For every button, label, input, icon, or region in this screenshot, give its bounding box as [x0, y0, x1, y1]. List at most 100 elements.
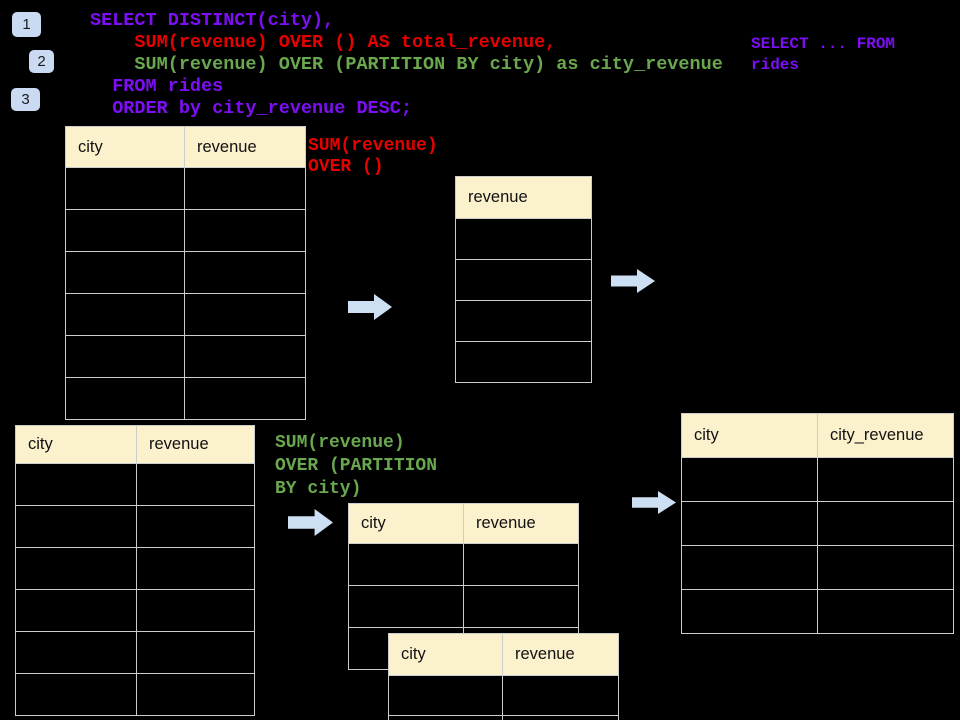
total-revenue-annotation: SUM(revenue)OVER () [308, 136, 438, 178]
table-row [681, 545, 954, 590]
empty-cell [348, 543, 464, 586]
table-row [15, 505, 255, 548]
table-row [15, 463, 255, 506]
step-badge-1: 1 [12, 12, 41, 37]
empty-cell [184, 167, 306, 210]
empty-cell [184, 377, 306, 420]
empty-cell [136, 463, 255, 506]
table-row [348, 585, 579, 628]
empty-cell [455, 259, 592, 301]
code-line: SUM(revenue) [308, 136, 438, 156]
table-row [455, 341, 592, 383]
empty-cell [455, 341, 592, 383]
table-row [65, 251, 306, 294]
empty-cell [817, 589, 954, 634]
column-header: city [15, 425, 137, 464]
empty-cell [502, 675, 619, 716]
empty-cell [817, 545, 954, 590]
empty-cell [184, 293, 306, 336]
empty-cell [65, 209, 185, 252]
code-line: ORDER by city_revenue DESC; [90, 98, 412, 119]
empty-cell [184, 335, 306, 378]
table-row [681, 501, 954, 546]
empty-cell [455, 218, 592, 260]
code-line: SELECT DISTINCT(city), [90, 10, 335, 31]
column-header: revenue [184, 126, 306, 168]
arrow-right-icon [288, 509, 333, 536]
code-line: SELECT ... FROM [751, 35, 896, 53]
code-line: OVER () [308, 157, 384, 177]
table-row [15, 673, 255, 716]
empty-cell [15, 589, 137, 632]
empty-cell [817, 457, 954, 502]
empty-cell [65, 251, 185, 294]
step-badge-3: 3 [11, 88, 40, 111]
empty-cell [136, 631, 255, 674]
empty-cell [136, 589, 255, 632]
empty-cell [15, 547, 137, 590]
empty-cell [15, 673, 137, 716]
column-header: city [348, 503, 464, 544]
table-row [681, 589, 954, 634]
table-row [15, 631, 255, 674]
empty-cell [136, 547, 255, 590]
total-revenue-result-table: revenue [455, 176, 592, 383]
arrow-right-icon [348, 294, 392, 320]
code-line: OVER (PARTITION [275, 456, 438, 476]
code-line: SUM(revenue) OVER () AS total_revenue, [90, 32, 557, 53]
table-row [455, 300, 592, 342]
column-header: city [681, 413, 818, 458]
query-side-note: SELECT ... FROM rides [751, 34, 895, 76]
empty-cell [15, 463, 137, 506]
empty-cell [681, 545, 818, 590]
partition-annotation: SUM(revenue) OVER (PARTITION BY city) [275, 432, 437, 501]
table-row [65, 335, 306, 378]
code-line: BY city) [275, 479, 362, 499]
column-header: revenue [502, 633, 619, 676]
table-row [455, 259, 592, 301]
step-badge-2: 2 [29, 50, 54, 73]
table-row [65, 167, 306, 210]
arrow-right-icon [632, 491, 676, 514]
table-row [455, 218, 592, 260]
empty-cell [348, 585, 464, 628]
arrow-right-icon [611, 269, 655, 293]
empty-cell [65, 167, 185, 210]
table-row [65, 377, 306, 420]
column-header: revenue [455, 176, 592, 219]
table-row [15, 589, 255, 632]
column-header: revenue [136, 425, 255, 464]
empty-cell [681, 501, 818, 546]
empty-cell [65, 335, 185, 378]
empty-cell [184, 209, 306, 252]
empty-cell [502, 715, 619, 720]
empty-cell [463, 543, 579, 586]
empty-cell [463, 585, 579, 628]
empty-cell [817, 501, 954, 546]
table-row [15, 547, 255, 590]
code-line: rides [751, 56, 800, 74]
sql-code-block: SELECT DISTINCT(city), SUM(revenue) OVER… [90, 10, 723, 120]
column-header: city_revenue [817, 413, 954, 458]
table-row [388, 675, 619, 716]
empty-cell [681, 457, 818, 502]
empty-cell [65, 293, 185, 336]
empty-cell [388, 675, 503, 716]
empty-cell [388, 715, 503, 720]
table-row [348, 543, 579, 586]
column-header: city [65, 126, 185, 168]
empty-cell [681, 589, 818, 634]
empty-cell [136, 673, 255, 716]
code-line: SUM(revenue) [275, 433, 405, 453]
table-header-row: revenue [455, 176, 592, 219]
code-line: SUM(revenue) OVER (PARTITION BY city) as… [90, 54, 723, 75]
